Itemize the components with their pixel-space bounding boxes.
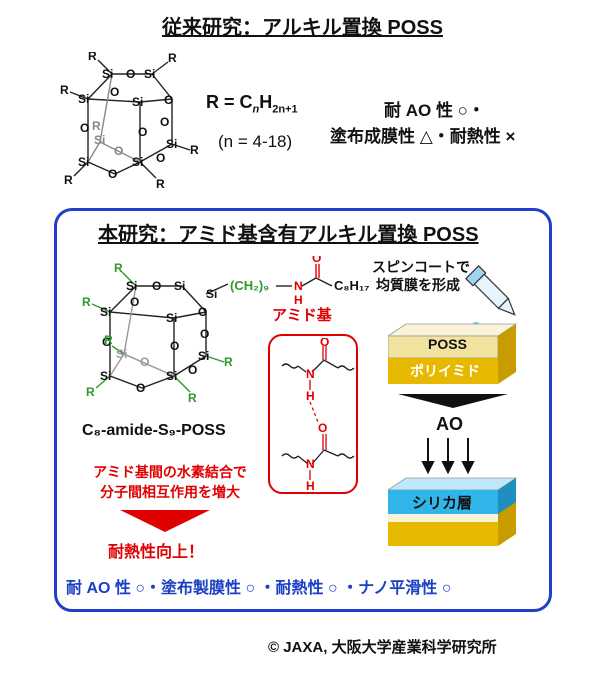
stack-before (388, 323, 518, 384)
atom-o: O (164, 93, 173, 107)
atom-n: N (306, 457, 315, 471)
atom-si: Si (100, 305, 111, 319)
atom-si: Si (78, 92, 89, 106)
atom-h: H (306, 389, 315, 403)
current-title: 本研究：アミド基含有アルキル置換 POSS (98, 224, 479, 246)
ao-label: AO (436, 414, 463, 434)
prior-poss-structure: Si Si O Si Si O O O O Si O Si Si O O Si … (60, 52, 199, 191)
atom-n: N (294, 279, 303, 293)
hbond-note: アミド基間の水素結合で 分子間相互作用を増大 (70, 462, 270, 502)
atom-o: O (102, 335, 111, 349)
atom-si: Si (94, 133, 105, 147)
c8h17-label: C₈H₁₇ (334, 278, 369, 293)
atom-o: O (156, 151, 165, 165)
down-arrow-red (120, 510, 210, 532)
atom-o: O (140, 355, 149, 369)
atom-si: Si (116, 347, 127, 361)
atom-r: R (82, 295, 91, 309)
atom-o: O (114, 144, 123, 158)
atom-r: R (114, 261, 123, 275)
atom-si: Si (166, 369, 177, 383)
ao-arrows (421, 438, 475, 474)
atom-r: R (168, 52, 177, 65)
atom-si: Si (166, 137, 177, 151)
atom-si: Si (78, 155, 89, 169)
atom-o: O (198, 305, 207, 319)
amide-poss-structure: Si O Si Si O Si O O O O Si Si Si O O Si … (82, 256, 369, 405)
layer-poss: POSS (428, 336, 467, 352)
amide-label: アミド基 (272, 307, 332, 324)
atom-o: O (312, 256, 321, 265)
hbond-note-line2: 分子間相互作用を増大 (100, 484, 240, 500)
down-arrow-black (398, 394, 508, 408)
stack-after (388, 477, 518, 546)
atom-si: Si (100, 369, 111, 383)
credit: © JAXA, 大阪大学産業科学研究所 (268, 639, 497, 656)
atom-o: O (320, 338, 329, 349)
hbond-box (268, 334, 358, 494)
spin-note-line1: スピンコートで (372, 259, 470, 275)
spin-note-line2: 均質膜を形成 (376, 277, 460, 293)
atom-r: R (88, 52, 97, 63)
heat-improve: 耐熱性向上！ (108, 544, 205, 561)
atom-si: Si (174, 279, 185, 293)
atom-o: O (200, 327, 209, 341)
compound-name: C₈-amide-S₉-POSS (82, 422, 226, 439)
atom-o: O (110, 85, 119, 99)
atom-r: R (188, 391, 197, 405)
atom-si: Si (198, 349, 209, 363)
atom-r: R (224, 355, 233, 369)
spin-note: スピンコートで 均質膜を形成 (372, 258, 470, 294)
atom-o: O (136, 381, 145, 395)
atom-r: R (190, 143, 199, 157)
atom-o: O (130, 295, 139, 309)
atom-si: Si (144, 67, 155, 81)
atom-o: O (188, 363, 197, 377)
atom-o: O (126, 67, 135, 81)
hbond-diagram: O N H O N H (281, 338, 355, 492)
atom-r: R (86, 385, 95, 399)
atom-si: Si (206, 287, 217, 301)
atom-si: Si (132, 155, 143, 169)
hbond-note-line1: アミド基間の水素結合で (93, 464, 247, 480)
layer-silica: シリカ層 (412, 495, 473, 512)
layer-polyimide: ポリイミド (410, 363, 480, 379)
atom-o: O (170, 339, 179, 353)
atom-si: Si (166, 311, 177, 325)
prior-props-line2: 塗布成膜性 △・耐熱性 × (330, 127, 516, 146)
prior-title: 従来研究：アルキル置換 POSS (162, 17, 443, 39)
current-research-box (54, 208, 552, 612)
atom-si: Si (126, 279, 137, 293)
atom-r: R (104, 333, 113, 347)
atom-si: Si (102, 67, 113, 81)
n-range: (n = 4-18) (218, 132, 293, 151)
atom-r: R (92, 119, 101, 133)
summary-props: 耐 AO 性 ○・塗布製膜性 ○ ・耐熱性 ○ ・ナノ平滑性 ○ (66, 580, 452, 597)
atom-h: H (294, 293, 303, 307)
atom-h: H (306, 479, 315, 492)
chain-label: (CH₂)₉ (230, 278, 269, 293)
atom-o: O (80, 121, 89, 135)
atom-o: O (152, 279, 161, 293)
atom-si: Si (132, 95, 143, 109)
atom-r: R (60, 83, 69, 97)
atom-o: O (160, 115, 169, 129)
atom-o: O (108, 167, 117, 181)
atom-n: N (306, 367, 315, 381)
atom-r: R (64, 173, 73, 187)
r-formula: R = CnH2n+1 (206, 92, 298, 116)
atom-o: O (138, 125, 147, 139)
prior-props-line1: 耐 AO 性 ○・ (384, 101, 485, 120)
atom-o: O (318, 421, 327, 435)
atom-r: R (156, 177, 165, 191)
